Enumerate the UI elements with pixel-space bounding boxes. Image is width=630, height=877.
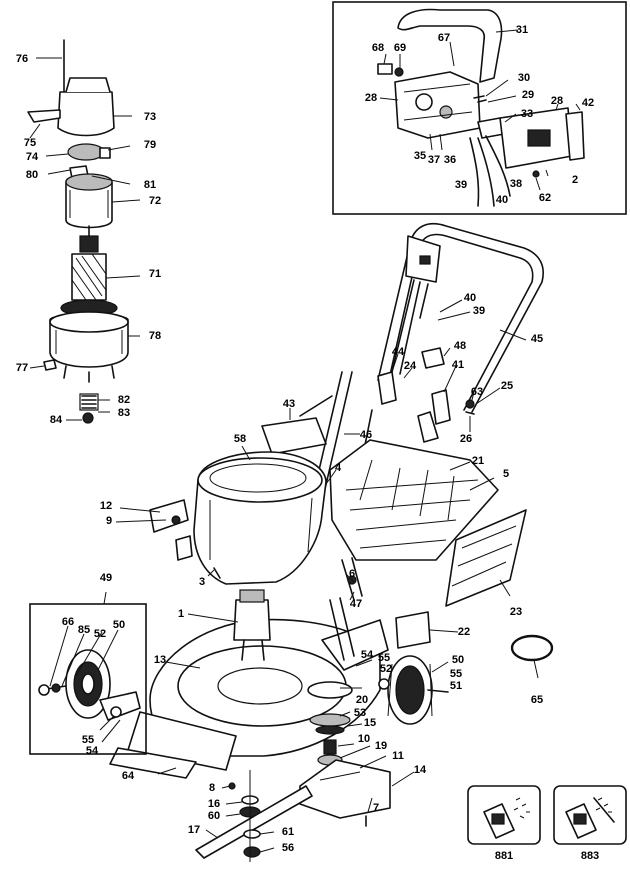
callout-62: 62 xyxy=(538,192,552,204)
callout-83: 83 xyxy=(117,407,131,419)
callout-14: 14 xyxy=(413,764,427,776)
callout-41: 41 xyxy=(451,359,465,371)
callout-44: 44 xyxy=(391,346,405,358)
callout-23: 23 xyxy=(509,606,523,618)
callout-52: 52 xyxy=(93,628,107,640)
callout-17: 17 xyxy=(187,824,201,836)
callout-58: 58 xyxy=(233,433,247,445)
callout-39: 39 xyxy=(472,305,486,317)
callout-66: 66 xyxy=(61,616,75,628)
callout-2: 2 xyxy=(571,174,579,186)
callout-25: 25 xyxy=(500,380,514,392)
callout-3: 3 xyxy=(198,576,206,588)
callout-29: 29 xyxy=(521,89,535,101)
callout-9: 9 xyxy=(105,515,113,527)
callout-10: 10 xyxy=(357,733,371,745)
callout-64: 64 xyxy=(121,770,135,782)
callout-63: 63 xyxy=(470,386,484,398)
callout-7: 7 xyxy=(372,802,380,814)
callout-54: 54 xyxy=(360,649,374,661)
callout-16: 16 xyxy=(207,798,221,810)
callout-73: 73 xyxy=(143,111,157,123)
callout-85: 85 xyxy=(77,624,91,636)
callout-50-right: 50 xyxy=(451,654,465,666)
switch-box-inset xyxy=(332,1,627,215)
callout-28-cover: 28 xyxy=(550,95,564,107)
accessory-pictograms xyxy=(467,785,627,845)
callout-47: 47 xyxy=(349,598,363,610)
callout-21: 21 xyxy=(471,455,485,467)
wheel-inset xyxy=(29,591,147,755)
callout-8: 8 xyxy=(208,782,216,794)
callout-24: 24 xyxy=(403,360,417,372)
mower-deck xyxy=(109,439,554,862)
callout-6: 6 xyxy=(348,568,356,580)
callout-60: 60 xyxy=(207,810,221,822)
callout-35: 35 xyxy=(413,150,427,162)
callout-54-inset: 54 xyxy=(85,745,99,757)
callout-55-right: 55 xyxy=(449,668,463,680)
callout-11: 11 xyxy=(392,750,404,762)
callout-36: 36 xyxy=(443,154,457,166)
callout-1: 1 xyxy=(177,608,185,620)
callout-46: 46 xyxy=(359,429,373,441)
callout-53: 53 xyxy=(353,707,367,719)
callout-77: 77 xyxy=(15,362,29,374)
callout-79: 79 xyxy=(143,139,157,151)
callout-78: 78 xyxy=(148,330,162,342)
callout-43: 43 xyxy=(282,398,296,410)
accessory-883-caption: 883 xyxy=(580,850,600,862)
callout-31: 31 xyxy=(515,24,529,36)
callout-69: 69 xyxy=(393,42,407,54)
callout-22: 22 xyxy=(457,626,471,638)
callout-5: 5 xyxy=(502,468,510,480)
callout-30: 30 xyxy=(517,72,531,84)
callout-40-inset: 40 xyxy=(495,194,509,206)
callout-75: 75 xyxy=(23,137,37,149)
accessory-881-caption: 881 xyxy=(494,850,514,862)
callout-76: 76 xyxy=(15,53,29,65)
callout-33: 33 xyxy=(520,108,534,120)
callout-52-right: 52 xyxy=(379,663,393,675)
motor-exploded-stack xyxy=(27,39,141,424)
callout-50: 50 xyxy=(112,619,126,631)
callout-56: 56 xyxy=(281,842,295,854)
callout-42: 42 xyxy=(581,97,595,109)
callout-72: 72 xyxy=(148,195,162,207)
callout-20: 20 xyxy=(355,694,369,706)
callout-12: 12 xyxy=(99,500,113,512)
callout-55-inset: 55 xyxy=(81,734,95,746)
callout-4: 4 xyxy=(334,462,342,474)
callout-68: 68 xyxy=(371,42,385,54)
callout-40: 40 xyxy=(463,292,477,304)
callout-26: 26 xyxy=(459,433,473,445)
callout-55: 55 xyxy=(377,652,391,664)
callout-67: 67 xyxy=(437,32,451,44)
callout-28-switch: 28 xyxy=(364,92,378,104)
callout-74: 74 xyxy=(25,151,39,163)
callout-84: 84 xyxy=(49,414,63,426)
callout-80: 80 xyxy=(25,169,39,181)
handle-assembly xyxy=(261,222,544,521)
callout-38: 38 xyxy=(509,178,523,190)
callout-37: 37 xyxy=(427,154,441,166)
callout-15: 15 xyxy=(363,717,377,729)
callout-48: 48 xyxy=(453,340,467,352)
callout-65: 65 xyxy=(530,694,544,706)
callout-82: 82 xyxy=(117,394,131,406)
callout-39-inset: 39 xyxy=(454,179,468,191)
callout-81: 81 xyxy=(143,179,157,191)
callout-61: 61 xyxy=(281,826,295,838)
callout-19: 19 xyxy=(374,740,388,752)
callout-13: 13 xyxy=(153,654,167,666)
callout-49: 49 xyxy=(99,572,113,584)
callout-51: 51 xyxy=(449,680,463,692)
callout-45: 45 xyxy=(530,333,544,345)
callout-71: 71 xyxy=(148,268,162,280)
